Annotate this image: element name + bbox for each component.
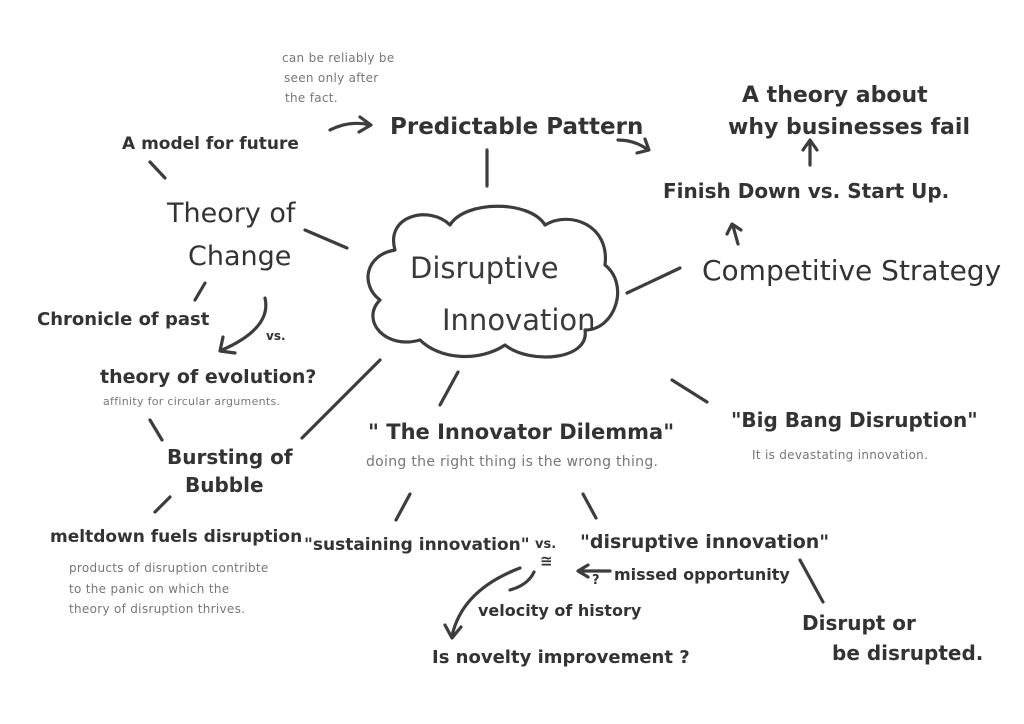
node-sustaining-innovation: "sustaining innovation" xyxy=(304,535,530,555)
connector-change-chronicle xyxy=(193,281,207,302)
node-big-bang: "Big Bang Disruption" xyxy=(731,408,978,432)
connector-model-theory xyxy=(148,160,167,180)
arrow-velocity-curve xyxy=(508,570,536,592)
connector-disruptive-disrupt xyxy=(798,558,825,604)
connector-bursting xyxy=(300,358,382,440)
connector-innovator-disruptive xyxy=(581,492,598,520)
central-cloud-shape xyxy=(366,204,620,359)
label-question-mark: ? xyxy=(592,573,600,588)
node-disruptive-innovation: "disruptive innovation" xyxy=(580,531,830,553)
note-affinity: affinity for circular arguments. xyxy=(103,395,281,408)
arrow-finish-to-theory xyxy=(801,138,819,167)
node-bursting-line1: Bursting of xyxy=(167,445,293,469)
node-disrupt-or-line1: Disrupt or xyxy=(802,611,916,635)
node-finish-down: Finish Down vs. Start Up. xyxy=(663,179,950,203)
center-topic-line1: Disruptive xyxy=(410,251,559,285)
connector-innovator-sustaining xyxy=(394,492,412,522)
node-theory-evolution: theory of evolution? xyxy=(100,366,317,388)
arrow-change-to-evolution xyxy=(218,296,268,355)
connector-competitive xyxy=(625,266,682,295)
node-novelty-improvement: Is novelty improvement ? xyxy=(432,647,690,668)
connector-theory-change xyxy=(303,228,349,250)
node-competitive-strategy: Competitive Strategy xyxy=(702,254,1002,287)
arrow-sustaining-to-novelty xyxy=(443,566,522,640)
node-velocity-history: velocity of history xyxy=(478,601,642,620)
node-disrupt-or-line2: be disrupted. xyxy=(832,641,984,665)
node-missed-opportunity: missed opportunity xyxy=(614,565,790,584)
connector-bursting-meltdown xyxy=(153,495,172,514)
note-products-line1: products of disruption contribte xyxy=(69,561,269,575)
note-devastating: It is devastating innovation. xyxy=(752,448,929,462)
node-theory-about-line2: why businesses fail xyxy=(728,115,970,140)
node-theory-change-line2: Change xyxy=(188,241,292,272)
connector-big-bang xyxy=(670,378,709,404)
arrow-model-to-pattern xyxy=(328,115,373,134)
node-bursting-line2: Bubble xyxy=(185,473,264,497)
connector-innovator xyxy=(438,370,460,407)
node-theory-change-line1: Theory of xyxy=(167,198,296,229)
arrow-pattern-to-theory xyxy=(616,137,651,155)
note-after-fact-line3: the fact. xyxy=(285,91,338,105)
node-predictable-pattern: Predictable Pattern xyxy=(390,114,644,140)
note-products-line3: theory of disruption thrives. xyxy=(69,602,246,616)
note-doing-right: doing the right thing is the wrong thing… xyxy=(366,454,659,470)
node-theory-about-line1: A theory about xyxy=(742,83,928,108)
note-after-fact-line2: seen only after xyxy=(284,71,379,85)
center-topic-line2: Innovation xyxy=(442,303,596,337)
label-vs-mid: vs. xyxy=(535,537,557,552)
note-after-fact-line1: can be reliably be xyxy=(282,51,395,65)
label-approx: ≅ xyxy=(540,552,553,570)
node-innovator-dilemma: " The Innovator Dilemma" xyxy=(368,420,675,444)
node-model-future: A model for future xyxy=(122,134,299,154)
connector-evolution-bursting xyxy=(148,418,164,442)
arrow-competitive-to-finish xyxy=(725,222,743,246)
arrow-missed-to-approx xyxy=(576,563,612,579)
note-products-line2: to the panic on which the xyxy=(69,582,230,596)
node-meltdown: meltdown fuels disruption xyxy=(50,527,303,547)
node-chronicle-past: Chronicle of past xyxy=(37,309,210,330)
label-vs-small: vs. xyxy=(266,329,286,343)
